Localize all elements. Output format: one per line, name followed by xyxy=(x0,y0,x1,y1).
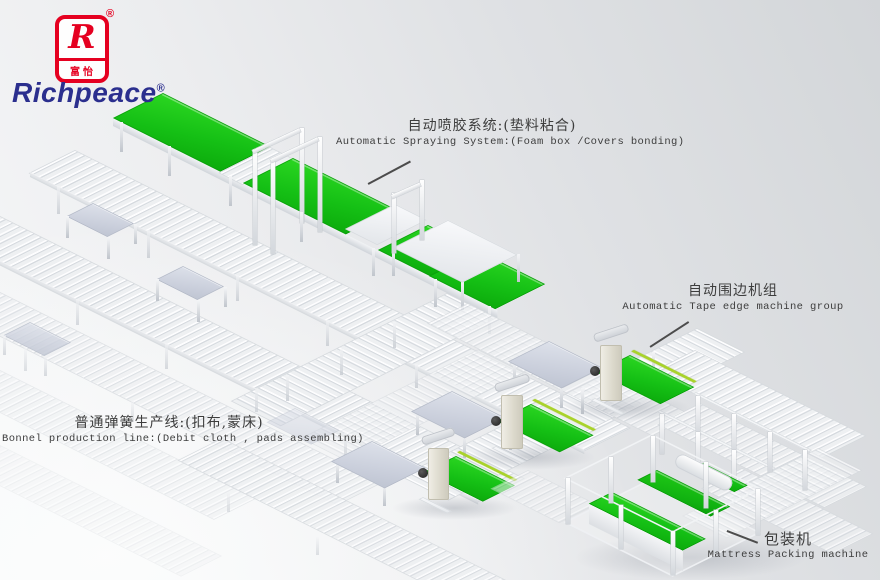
canopy-leg xyxy=(517,254,520,282)
logo-r-letter: R xyxy=(68,17,96,56)
leg xyxy=(165,343,168,369)
leg xyxy=(236,275,239,301)
canopy-leg xyxy=(461,282,464,310)
annotation-spraying-en: Automatic Spraying System:(Foam box /Cov… xyxy=(336,136,685,148)
leg xyxy=(463,434,466,458)
leg xyxy=(316,537,319,555)
logo-badge: R 富怡 xyxy=(55,15,109,83)
leg xyxy=(513,361,516,385)
rack-post xyxy=(768,432,772,472)
annotation-tape-edge-en: Automatic Tape edge machine group xyxy=(622,301,844,313)
gantry-beam xyxy=(391,182,422,199)
handwheel xyxy=(590,366,600,376)
frame-post xyxy=(704,462,708,508)
brand-registered-icon: ® xyxy=(156,82,166,95)
annotation-spraying: 自动喷胶系统:(垫料粘合) Automatic Spraying System:… xyxy=(336,117,685,150)
annotation-spraying-cn: 自动喷胶系统:(垫料粘合) xyxy=(407,118,577,134)
leg xyxy=(434,279,437,307)
registered-trademark-icon: ® xyxy=(106,8,115,20)
leg xyxy=(66,216,69,238)
frame-post xyxy=(671,531,675,575)
leg xyxy=(416,411,419,435)
machine-column xyxy=(600,345,622,401)
annotation-tape-edge: 自动围边机组 Automatic Tape edge machine group xyxy=(600,282,866,315)
annotation-packing-en: Mattress Packing machine xyxy=(707,549,869,561)
gantry-post xyxy=(318,137,322,232)
leg xyxy=(652,352,655,378)
leg xyxy=(415,364,418,388)
rack-post xyxy=(732,450,736,490)
leg xyxy=(168,146,171,176)
machine-column xyxy=(501,395,523,449)
leg xyxy=(3,335,6,355)
rack-post xyxy=(660,414,664,454)
frame-post xyxy=(619,505,623,549)
annotation-bonnel-cn: 普通弹簧生产线:(扣布,蒙床) xyxy=(74,415,264,431)
annotation-bonnel: 普通弹簧生产线:(扣布,蒙床) Bonnel production line:(… xyxy=(2,414,364,447)
leg xyxy=(24,347,27,371)
leg xyxy=(372,248,375,276)
frame-post xyxy=(566,478,570,524)
annotation-packing: 包装机 Mattress Packing machine xyxy=(698,530,878,563)
leg xyxy=(560,384,563,408)
leg xyxy=(336,461,339,483)
leg xyxy=(156,279,159,301)
leg xyxy=(120,122,123,152)
leg xyxy=(393,322,396,348)
frame-post xyxy=(756,489,760,535)
leg xyxy=(229,176,232,206)
gantry-post xyxy=(253,150,257,245)
gantry-post xyxy=(420,180,424,240)
machine-shadow xyxy=(392,496,517,520)
gantry-post xyxy=(271,159,275,254)
leader-line-spraying xyxy=(367,160,411,185)
rack-post xyxy=(803,450,807,490)
rack-post xyxy=(696,432,700,472)
frame-post xyxy=(651,436,655,482)
leg xyxy=(581,388,584,414)
leg xyxy=(255,388,258,412)
leg xyxy=(147,230,150,258)
rack-post xyxy=(732,414,736,454)
brand-wordmark: Richpeace® xyxy=(12,77,165,109)
leg xyxy=(300,212,303,242)
leg xyxy=(227,492,230,512)
canopy-leg xyxy=(392,248,395,276)
machine-column xyxy=(428,448,449,500)
annotation-packing-cn: 包装机 xyxy=(763,530,812,548)
leg xyxy=(44,356,47,376)
leg xyxy=(131,400,134,422)
gantry-post xyxy=(392,193,396,253)
annotation-bonnel-en: Bonnel production line:(Debit cloth , pa… xyxy=(2,433,364,445)
leg xyxy=(326,320,329,346)
handwheel xyxy=(418,468,428,478)
work-table xyxy=(156,266,225,300)
frame-post xyxy=(714,510,718,554)
frame-post xyxy=(609,457,613,503)
logo-cn-name: 富怡 xyxy=(59,58,105,79)
leg xyxy=(134,224,137,244)
leg xyxy=(76,299,79,325)
leg xyxy=(57,186,60,214)
leg xyxy=(107,237,110,259)
rack-post xyxy=(696,396,700,436)
leg xyxy=(383,484,386,506)
handwheel xyxy=(491,416,501,426)
leg xyxy=(224,287,227,307)
machine-arm xyxy=(592,323,630,343)
leg xyxy=(286,375,289,401)
brand-text: Richpeace xyxy=(12,77,157,108)
annotation-tape-edge-cn: 自动围边机组 xyxy=(688,283,778,299)
gantry-post xyxy=(300,128,304,223)
leg xyxy=(344,433,347,457)
leg xyxy=(197,300,200,322)
leg xyxy=(340,349,343,375)
